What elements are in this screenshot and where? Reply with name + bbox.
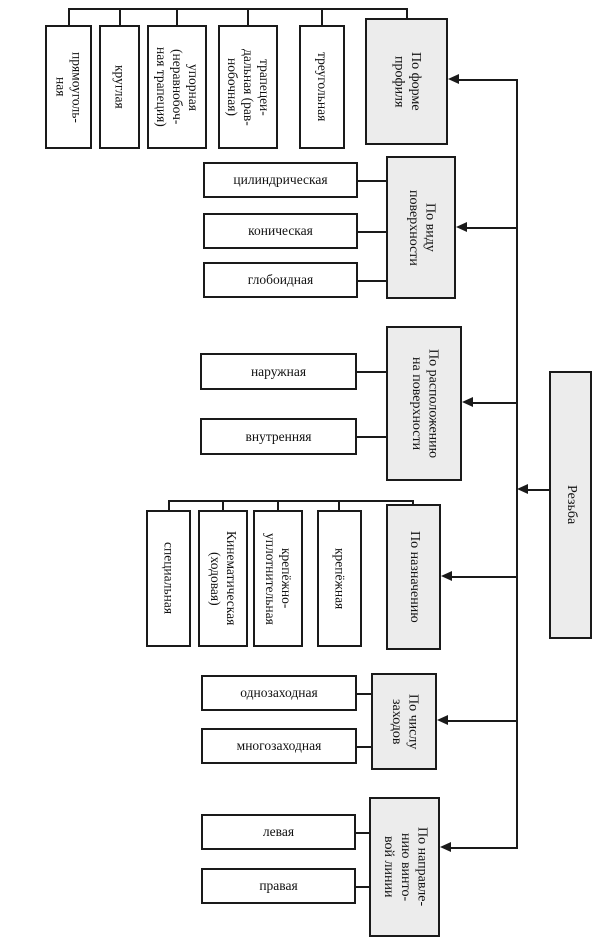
leaf-label: левая	[262, 824, 295, 840]
connector-line	[356, 832, 369, 834]
leaf-label: трапецеи- дальная (рав- нобочная)	[225, 48, 272, 126]
connector-line	[358, 280, 386, 282]
leaf-label: круглая	[112, 65, 128, 109]
leaf-label: специальная	[161, 542, 177, 615]
category-box-starts-count: По числу заходов	[371, 673, 437, 770]
leaf-label: Кинематическая (ходовая)	[208, 531, 239, 626]
connector-line	[357, 746, 371, 748]
leaf-label: многозаходная	[236, 738, 322, 754]
connector-line	[357, 436, 386, 438]
leaf-box: цилиндрическая	[203, 162, 358, 198]
leaf-box: крепёжная	[317, 510, 362, 647]
trunk-line	[516, 79, 518, 849]
leaf-box: коническая	[203, 213, 358, 249]
category-label: По назначению	[406, 531, 422, 623]
connector-line	[406, 8, 408, 18]
connector-line	[358, 180, 386, 182]
connector-line	[168, 500, 414, 502]
category-label: По числу заходов	[389, 693, 421, 750]
connector-line	[473, 402, 517, 404]
leaf-box: прямоуголь- ная	[45, 25, 92, 149]
leaf-box: треугольная	[299, 25, 345, 149]
leaf-box: многозаходная	[201, 728, 357, 764]
leaf-label: коническая	[248, 223, 313, 239]
category-box-helix-direction: По направле- нию винто- вой линии	[369, 797, 440, 937]
leaf-label: цилиндрическая	[233, 172, 328, 188]
connector-line	[176, 8, 178, 25]
connector-line	[358, 231, 386, 233]
connector-line	[459, 79, 517, 81]
connector-line	[338, 500, 340, 510]
arrow-left-icon	[440, 842, 451, 852]
leaf-label: прямоуголь- ная	[53, 51, 85, 123]
connector-line	[356, 886, 369, 888]
leaf-label: треугольная	[314, 52, 330, 122]
leaf-label: упорная (неравнобоч- ная трапеция)	[154, 47, 201, 127]
connector-line	[277, 500, 279, 510]
connector-line	[467, 227, 517, 229]
leaf-box: трапецеи- дальная (рав- нобочная)	[218, 25, 278, 149]
arrow-left-icon	[517, 484, 528, 494]
arrow-left-icon	[456, 222, 467, 232]
leaf-label: крепёжная	[332, 547, 348, 610]
leaf-box: Кинематическая (ходовая)	[198, 510, 248, 647]
connector-line	[451, 847, 517, 849]
connector-line	[412, 500, 414, 504]
leaf-box: однозаходная	[201, 675, 357, 711]
leaf-box: наружная	[200, 353, 357, 390]
connector-line	[247, 8, 249, 25]
category-box-purpose: По назначению	[386, 504, 441, 650]
connector-line	[168, 500, 170, 510]
leaf-box: круглая	[99, 25, 140, 149]
category-label: По виду поверхности	[406, 189, 438, 266]
leaf-label: крепёжно- уплотнительная	[263, 532, 294, 625]
connector-line	[68, 8, 70, 25]
category-label: По расположению на поверхности	[409, 348, 441, 459]
category-box-profile-shape: По форме профиля	[365, 18, 448, 145]
leaf-box: внутренняя	[200, 418, 357, 455]
leaf-label: глобоидная	[247, 272, 314, 288]
arrow-left-icon	[448, 74, 459, 84]
connector-line	[452, 576, 517, 578]
leaf-box: крепёжно- уплотнительная	[253, 510, 303, 647]
leaf-label: внутренняя	[245, 428, 312, 444]
leaf-box: правая	[201, 868, 356, 904]
leaf-label: однозаходная	[240, 685, 318, 701]
leaf-label: наружная	[250, 363, 307, 379]
arrow-left-icon	[462, 397, 473, 407]
category-box-surface-location: По расположению на поверхности	[386, 326, 462, 481]
category-label: По форме профиля	[391, 52, 424, 111]
arrow-left-icon	[441, 571, 452, 581]
arrow-left-icon	[437, 715, 448, 725]
connector-line	[119, 8, 121, 25]
root-label: Резьба	[563, 485, 579, 525]
category-box-surface-kind: По виду поверхности	[386, 156, 456, 299]
category-label: По направле- нию винто- вой линии	[381, 827, 430, 907]
leaf-box: левая	[201, 814, 356, 850]
connector-line	[357, 371, 386, 373]
connector-line	[222, 500, 224, 510]
leaf-box: глобоидная	[203, 262, 358, 298]
leaf-box: специальная	[146, 510, 191, 647]
root-box-thread: Резьба	[549, 371, 592, 639]
leaf-label: правая	[259, 878, 298, 894]
connector-line	[68, 8, 407, 10]
connector-line	[448, 720, 517, 722]
connector-line	[321, 8, 323, 25]
connector-line	[357, 693, 371, 695]
leaf-box: упорная (неравнобоч- ная трапеция)	[147, 25, 207, 149]
connector-line	[528, 489, 549, 491]
